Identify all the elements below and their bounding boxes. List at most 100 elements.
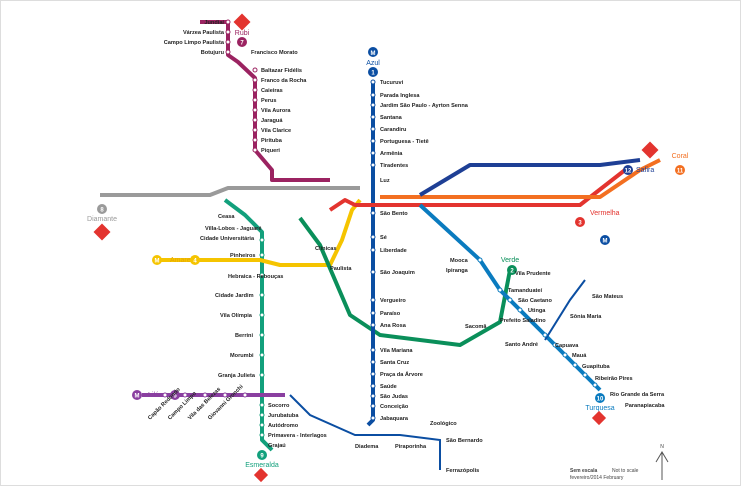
station-label: Tucuruvi xyxy=(380,80,404,86)
station-label: Capuava xyxy=(555,343,579,349)
svg-text:7: 7 xyxy=(240,41,244,47)
station-label: Mooca xyxy=(450,258,469,264)
station-label: Vergueiro xyxy=(380,298,406,304)
station-label: Granja Julieta xyxy=(218,373,256,379)
line-vermelha-label: Vermelha xyxy=(590,210,620,217)
svg-text:M: M xyxy=(371,51,376,57)
svg-text:12: 12 xyxy=(625,169,632,175)
station-label: Jundiaí xyxy=(204,20,224,26)
line-coral-label: Coral xyxy=(672,153,689,160)
labels-turquesa: Tamanduateí São Caetano Utinga Prefeito … xyxy=(500,288,665,409)
line-badge-turquesa[interactable]: 10 Turquesa xyxy=(585,393,615,426)
station-label: Praça da Árvore xyxy=(380,371,423,378)
station-label: Parada Inglesa xyxy=(380,93,420,99)
station-label: Socorro xyxy=(268,403,290,409)
station-label: Rio Grande da Serra xyxy=(610,392,665,398)
station-label: Ferrazópolis xyxy=(446,468,479,474)
station-label: Francisco Morato xyxy=(251,50,298,56)
line-diamante xyxy=(100,186,360,197)
svg-text:2: 2 xyxy=(510,269,514,275)
station-label: Paraíso xyxy=(380,311,401,317)
station-label: Baltazar Fidélis xyxy=(261,68,302,74)
line-turquesa-label: Turquesa xyxy=(585,405,614,412)
line-verde-label: Verde xyxy=(501,257,519,264)
station-label: Luz xyxy=(380,178,390,184)
stations-esmeralda xyxy=(259,237,265,438)
line-esmeralda xyxy=(223,198,274,452)
line-badge-esmeralda[interactable]: 9 Esmeralda xyxy=(245,450,279,483)
stations-turquesa xyxy=(477,257,598,388)
labels-centre: Paulista Clínicas Ipiranga Mooca Sacomã … xyxy=(315,246,551,330)
labels-esmeralda: Ceasa Villa-Lobos - Jaguaré Cidade Unive… xyxy=(200,214,327,449)
station-label: Saúde xyxy=(380,384,397,390)
line-esmeralda-label: Esmeralda xyxy=(245,462,279,469)
station-label: Vila Mariana xyxy=(380,348,413,354)
stations-rubi xyxy=(225,19,258,153)
sem-escala: Sem escala xyxy=(570,468,597,474)
station-label: Campo Limpo Paulista xyxy=(164,40,225,46)
station-label: Primavera - Interlagos xyxy=(268,433,327,439)
station-label: Perus xyxy=(261,98,277,104)
station-label: Conceição xyxy=(380,404,409,410)
station-label: Jaraguá xyxy=(261,118,283,124)
station-label: Portuguesa - Tietê xyxy=(380,139,429,145)
svg-text:4: 4 xyxy=(193,259,197,265)
station-label: Morumbi xyxy=(230,353,254,359)
station-label: Franco da Rocha xyxy=(261,78,307,84)
station-label: Diadema xyxy=(355,444,379,450)
svg-text:M: M xyxy=(603,239,608,245)
station-label: Ceasa xyxy=(218,214,235,220)
station-label: Tamanduateí xyxy=(508,288,543,294)
station-label: Tiradentes xyxy=(380,163,408,169)
line-badge-amarela[interactable]: M Amarela 4 xyxy=(152,255,200,265)
station-label: Liberdade xyxy=(380,248,407,254)
labels-south: Diadema Piraporinha São Bernardo Ferrazó… xyxy=(355,421,483,474)
station-label: Guapituba xyxy=(582,364,611,370)
station-label: Sacomã xyxy=(465,324,487,330)
line-badge-diamante[interactable]: 8 Diamante xyxy=(87,204,117,241)
svg-text:10: 10 xyxy=(597,397,604,403)
line-vermelha xyxy=(328,168,627,212)
station-label: Piqueri xyxy=(261,148,280,154)
station-label: Ipiranga xyxy=(446,268,469,274)
station-label: Sé xyxy=(380,235,387,241)
station-label: Vila Aurora xyxy=(261,108,291,114)
stations-azul xyxy=(370,79,376,421)
line-south-extension xyxy=(289,279,586,470)
line-safira-label: Safira xyxy=(636,167,654,174)
station-label: Jardim São Paulo - Ayrton Senna xyxy=(380,103,469,109)
svg-text:M: M xyxy=(135,394,140,400)
svg-text:8: 8 xyxy=(100,208,104,214)
svg-text:3: 3 xyxy=(578,221,582,227)
line-lilas-label: Lilás xyxy=(148,392,163,399)
svg-text:9: 9 xyxy=(260,454,264,460)
line-badge-lilas[interactable]: M Lilás 5 xyxy=(132,390,180,400)
line-badge-safira[interactable]: 12 Safira xyxy=(623,141,659,175)
station-label: Autódromo xyxy=(268,423,299,429)
svg-text:5: 5 xyxy=(173,394,177,400)
station-label: Mauá xyxy=(572,353,587,359)
station-label: Cidade Universitária xyxy=(200,236,255,242)
station-label: Vila Clarice xyxy=(261,128,291,134)
station-label: Clínicas xyxy=(315,246,336,252)
station-label: Paulista xyxy=(330,266,352,272)
svg-text:1: 1 xyxy=(371,71,375,77)
station-label: São Bento xyxy=(380,211,408,217)
line-badge-azul[interactable]: M 1 Azul xyxy=(366,47,380,77)
station-label: Ribeirão Pires xyxy=(595,376,633,382)
station-label: Botujuru xyxy=(201,50,225,56)
labels-azul: Tucuruvi Parada Inglesa Jardim São Paulo… xyxy=(380,80,469,422)
line-verde xyxy=(298,216,512,347)
station-label: Pirituba xyxy=(261,138,283,144)
date-note: fevereiro/2014 February xyxy=(570,475,624,481)
scale-note: Sem escala Not to scale fevereiro/2014 F… xyxy=(570,468,639,481)
station-label: São Mateus xyxy=(592,294,623,300)
station-label: Sônia Maria xyxy=(570,314,602,320)
line-badge-verde[interactable]: Verde 2 xyxy=(501,257,519,275)
line-badge-coral[interactable]: Coral 11 xyxy=(672,153,689,175)
station-label: São Judas xyxy=(380,394,408,400)
station-label: Zoológico xyxy=(430,421,457,427)
line-badge-vermelha[interactable]: 3 Vermelha M xyxy=(575,210,620,245)
